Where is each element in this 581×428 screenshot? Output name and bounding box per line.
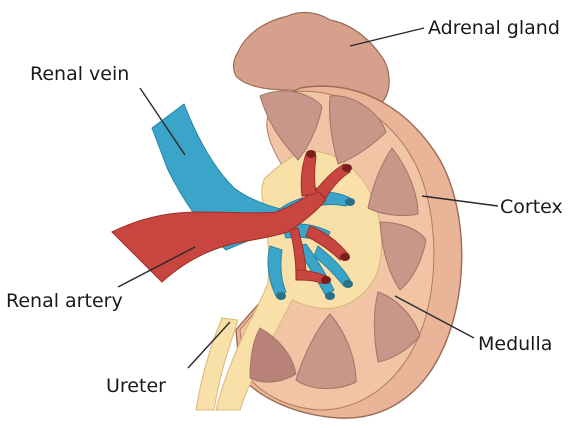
vein-end — [276, 292, 286, 300]
label-cortex: Cortex — [500, 196, 563, 218]
vein-end — [325, 292, 335, 300]
label-renal-artery: Renal artery — [6, 290, 123, 312]
label-medulla: Medulla — [478, 333, 552, 355]
label-renal-vein: Renal vein — [30, 63, 129, 85]
artery-end — [342, 164, 352, 172]
label-ureter: Ureter — [106, 375, 166, 397]
label-adrenal-gland: Adrenal gland — [428, 17, 560, 39]
vein-end — [345, 198, 355, 206]
artery-end — [306, 150, 316, 158]
artery-end — [321, 276, 331, 284]
vein-end — [343, 280, 353, 288]
artery-end — [340, 253, 350, 261]
